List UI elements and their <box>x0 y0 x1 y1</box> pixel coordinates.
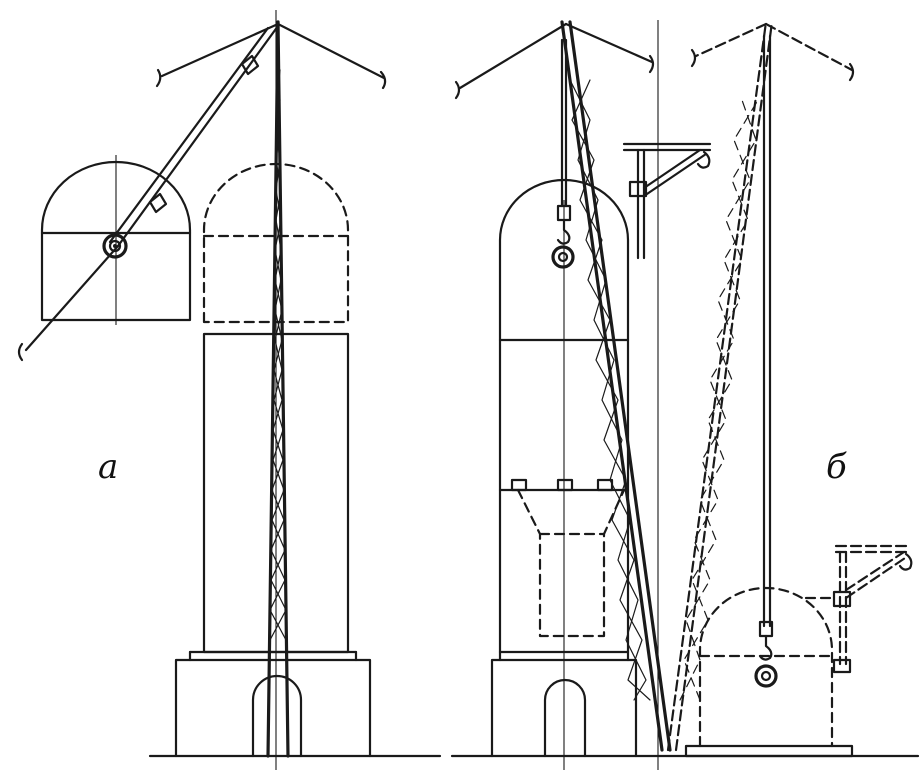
panel-a-label: а <box>98 447 118 487</box>
jib-bracket-b-ground <box>804 544 913 674</box>
mast-inclined-b <box>560 20 672 752</box>
lifting-tackle-a <box>17 24 280 362</box>
jib-bracket-b-top <box>622 142 712 260</box>
vessel-b <box>498 178 630 770</box>
panel-b: б <box>450 20 920 770</box>
mast-final-position-b <box>666 20 774 752</box>
foundation-a <box>174 650 372 758</box>
guy-lines-b-right <box>690 22 855 82</box>
panel-a: а <box>17 10 442 770</box>
panel-b-label: б <box>826 447 847 487</box>
pulley-block-a <box>102 233 128 259</box>
vessel-top-on-ground-b <box>684 586 854 758</box>
hook-and-pulley-b-left <box>551 38 575 269</box>
hook-and-pulley-b-right <box>754 34 778 688</box>
mast-a <box>266 10 290 770</box>
guy-lines-b-left <box>454 22 655 100</box>
guy-lines-a <box>155 22 387 90</box>
